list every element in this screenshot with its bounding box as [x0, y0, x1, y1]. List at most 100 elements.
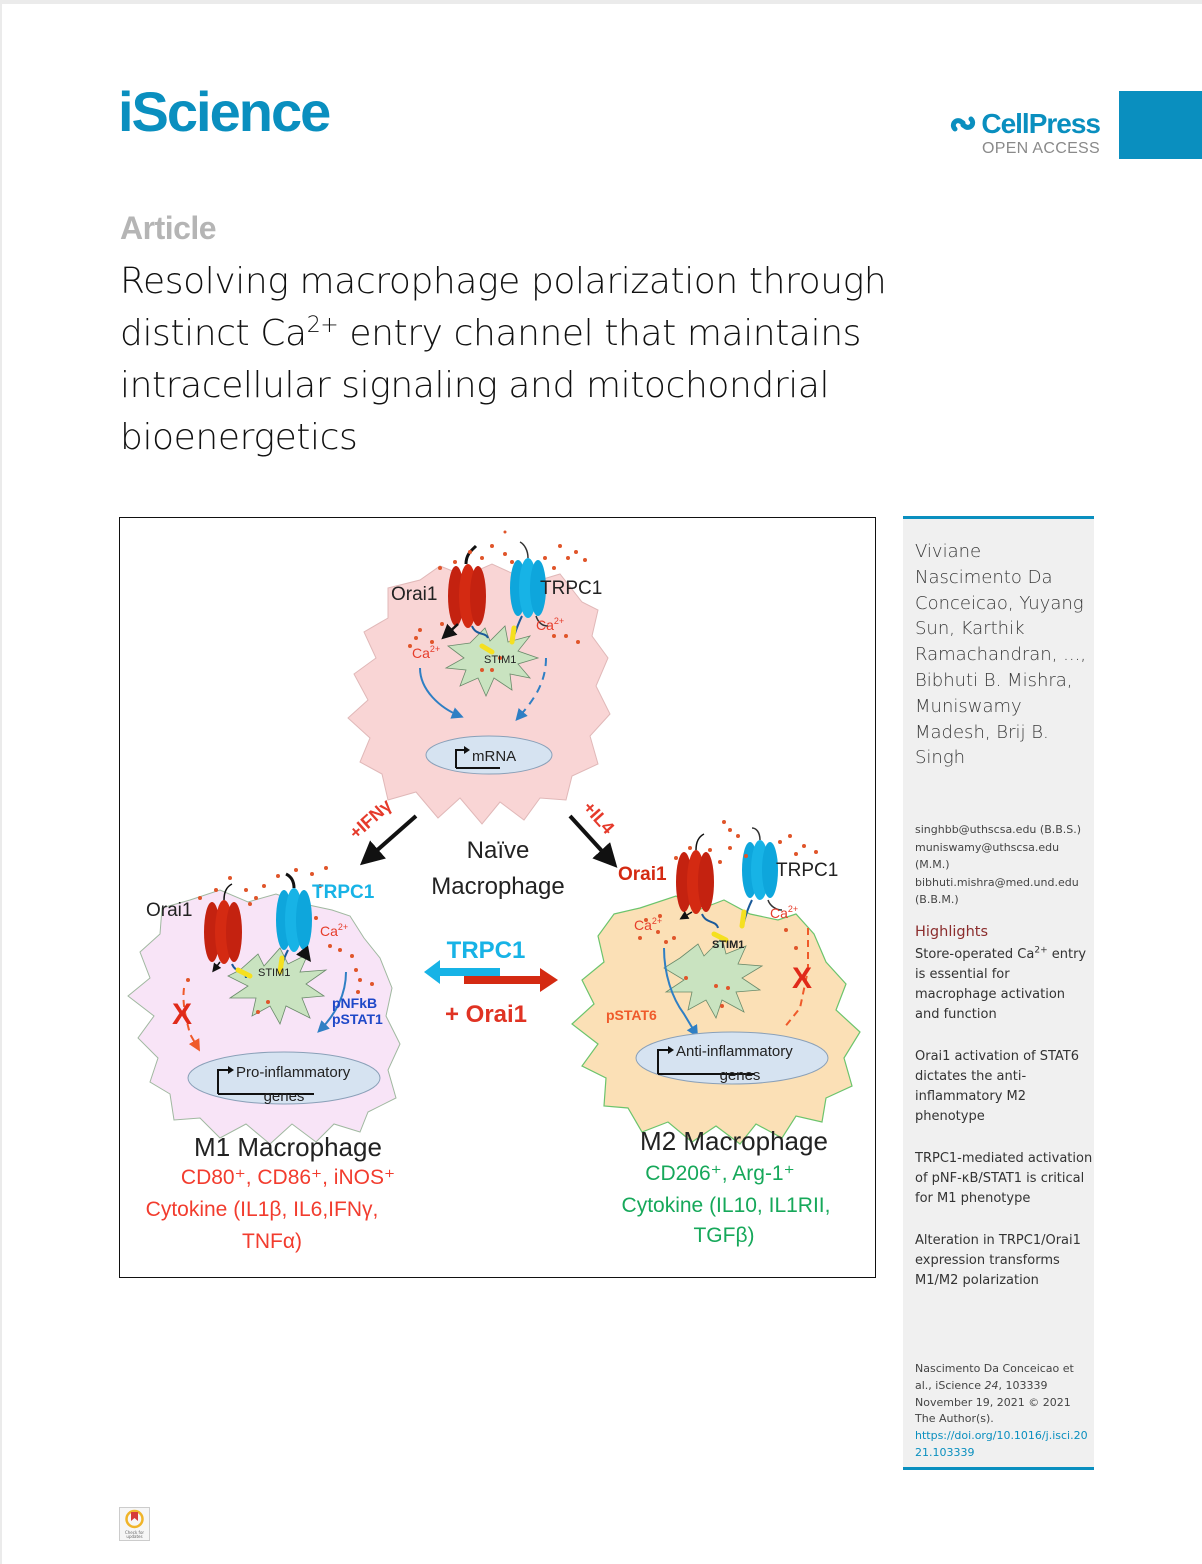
- m2-transcription-arrow-icon: [657, 1049, 670, 1074]
- m2-trpc1-label: TRPC1: [776, 860, 838, 881]
- m1-ca-label: Ca2+: [320, 922, 348, 939]
- naive-macrophage-cell: mRNA Orai1 TRPC1 Ca2+ Ca2+ STIM1 Naïve M…: [347, 530, 611, 900]
- publisher-name: CellPress: [981, 108, 1101, 139]
- citation-authors: Nascimento Da Conceicao et al., iScience: [915, 1362, 1074, 1392]
- m2-blocked-trpc1-pathway: [783, 928, 809, 1029]
- m1-trpc1-channel: [276, 872, 312, 975]
- m2-markers-line1: CD206⁺, Arg-1⁺: [645, 1162, 794, 1185]
- correspondence-emails: singhbb@uthscsa.edu (B.B.S.) muniswamy@u…: [915, 821, 1093, 909]
- crossmark-label: Check for updates: [124, 1530, 145, 1539]
- m2-markers-line2: Cytokine (IL10, IL1RII,: [622, 1194, 831, 1217]
- m2-macrophage-cell: pSTAT6 X Anti-inflammatory genes Orai1 T…: [571, 820, 861, 1247]
- author-list: Viviane Nascimento Da Conceicao, Yuyang …: [915, 541, 1087, 769]
- highlight-item: Orai1 activation of STAT6 dictates the a…: [915, 1049, 1080, 1124]
- m2-nucleus-line2: genes: [720, 1067, 761, 1084]
- ifng-stimulus-label: +IFNγ: [345, 795, 395, 843]
- naive-calcium-ions: [408, 530, 587, 672]
- m1-trpc1-signal-arrow: [317, 971, 347, 1033]
- publisher-name-row: CellPress: [930, 108, 1101, 139]
- title-text-part2: entry channel that maintains intracellul…: [120, 313, 861, 458]
- m2-ca-left-label: Ca2+: [634, 916, 662, 933]
- doi-link[interactable]: https://doi.org/10.1016/j.isci.2021.1033…: [915, 1429, 1088, 1459]
- open-access-label: OPEN ACCESS: [981, 140, 1100, 157]
- naive-ca-right-label: Ca2+: [536, 616, 564, 633]
- m1-stim1-star: [227, 947, 328, 1025]
- m2-orai1-label: Orai1: [618, 864, 667, 885]
- m2-markers-line3: TGFβ): [693, 1224, 754, 1247]
- m2-stim1-label: STIM1: [712, 939, 744, 951]
- citation-block: Nascimento Da Conceicao et al., iScience…: [915, 1361, 1093, 1462]
- naive-transcription-arrow-icon: [455, 749, 466, 768]
- m2-transcription-arrowhead: [668, 1046, 674, 1054]
- naive-orai1-channel: [441, 544, 495, 655]
- il4-arrow: [568, 814, 618, 868]
- publisher-logo[interactable]: CellPress OPEN ACCESS: [930, 108, 1101, 158]
- m2-blocked-x-icon: X: [792, 962, 812, 995]
- m1-signal-pstat1: pSTAT1: [332, 1011, 383, 1027]
- m1-orai1-channel: [204, 883, 253, 979]
- citation-details: , 103339 November 19, 2021 © 2021 The Au…: [915, 1378, 1071, 1426]
- naive-trpc1-channel: [509, 541, 549, 645]
- naive-orai1-label: Orai1: [391, 584, 437, 605]
- m1-title: M1 Macrophage: [194, 1132, 382, 1162]
- article-title: Resolving macrophage polarization throug…: [120, 256, 1000, 464]
- m2-stim1-star: [663, 937, 764, 1019]
- m1-stim1-label: STIM1: [258, 967, 290, 979]
- journal-logo[interactable]: iScience: [118, 80, 331, 143]
- corner-color-tab: [1119, 91, 1202, 159]
- naive-trpc1-label: TRPC1: [540, 578, 602, 599]
- title-superscript: 2+: [306, 313, 339, 338]
- m1-orai1-label: Orai1: [146, 900, 192, 921]
- trpc1-direction-arrow: [424, 960, 500, 984]
- naive-stim1-label: STIM1: [484, 654, 516, 666]
- m1-blocked-x-icon: X: [172, 998, 192, 1031]
- m1-transcription-arrow-icon: [217, 1069, 230, 1094]
- m1-macrophage-cell: X pNFkB pSTAT1 Pro-inflammatory genes Or…: [127, 866, 401, 1253]
- highlight-item: TRPC1-mediated activation of pNF-κB/STAT…: [915, 1151, 1093, 1206]
- check-for-updates-badge[interactable]: Check for updates: [119, 1507, 150, 1541]
- title-text-part1: Resolving macrophage polarization throug…: [120, 261, 887, 354]
- m1-nucleus-line1: Pro-inflammatory: [236, 1064, 351, 1081]
- m1-trpc1-label: TRPC1: [312, 882, 375, 903]
- email-link[interactable]: bibhuti.mishra@med.und.edu (B.B.M.): [915, 875, 1079, 907]
- article-info-sidebar: Viviane Nascimento Da Conceicao, Yuyang …: [903, 516, 1094, 1470]
- orai1-direction-arrow: [464, 968, 558, 992]
- article-page: iScience CellPress OPEN ACCESS Article R…: [2, 4, 1202, 1564]
- graphical-abstract: mRNA Orai1 TRPC1 Ca2+ Ca2+ STIM1 Naïve M…: [119, 517, 876, 1278]
- naive-nucleus-label: mRNA: [472, 748, 516, 765]
- m1-blocked-orai1-pathway: [182, 987, 200, 1052]
- m2-calcium-ions: [638, 820, 818, 1008]
- naive-orai1-signal-arrow: [419, 667, 464, 719]
- m1-signal-pnfkb: pNFkB: [332, 995, 377, 1011]
- m2-nucleus: [635, 1031, 829, 1085]
- highlights-heading: Highlights: [915, 924, 989, 940]
- m1-markers-line2: Cytokine (IL1β, IL6,IFNγ,: [146, 1198, 379, 1221]
- naive-transcription-arrowhead: [464, 746, 470, 754]
- naive-stim1-star: [444, 625, 540, 697]
- m1-calcium-ions: [186, 866, 374, 1014]
- naive-nucleus: [425, 735, 553, 775]
- graphical-abstract-figure: mRNA Orai1 TRPC1 Ca2+ Ca2+ STIM1 Naïve M…: [127, 530, 861, 1253]
- highlight-item: Store-operated Ca2+ entry is essential f…: [915, 945, 1087, 1022]
- highlight-item: Alteration in TRPC1/Orai1 expression tra…: [915, 1233, 1081, 1288]
- m1-nucleus-line2: genes: [264, 1088, 305, 1105]
- highlights-list: Store-operated Ca2+ entry is essential f…: [915, 945, 1093, 1313]
- m2-orai1-channel: [676, 833, 729, 943]
- email-link[interactable]: muniswamy@uthscsa.edu (M.M.): [915, 840, 1060, 872]
- m2-cell-membrane: [571, 895, 861, 1145]
- m2-nucleus-line1: Anti-inflammatory: [676, 1043, 793, 1060]
- m1-nucleus: [187, 1051, 381, 1105]
- cellpress-link-icon: [951, 116, 976, 132]
- crossmark-icon: [125, 1509, 144, 1529]
- center-orai1-label: + Orai1: [445, 1001, 527, 1028]
- naive-title-line1: Naïve: [467, 837, 530, 864]
- naive-ca-left-label: Ca2+: [412, 644, 440, 661]
- ifng-arrow: [359, 814, 418, 866]
- m1-transcription-arrowhead: [228, 1066, 234, 1074]
- email-link[interactable]: singhbb@uthscsa.edu (B.B.S.): [915, 823, 1082, 836]
- naive-title-line2: Macrophage: [431, 873, 564, 900]
- citation-volume: 24: [984, 1378, 999, 1392]
- naive-trpc1-signal-arrow: [515, 657, 547, 722]
- center-trpc1-label: TRPC1: [447, 937, 526, 964]
- m2-title: M2 Macrophage: [640, 1126, 828, 1156]
